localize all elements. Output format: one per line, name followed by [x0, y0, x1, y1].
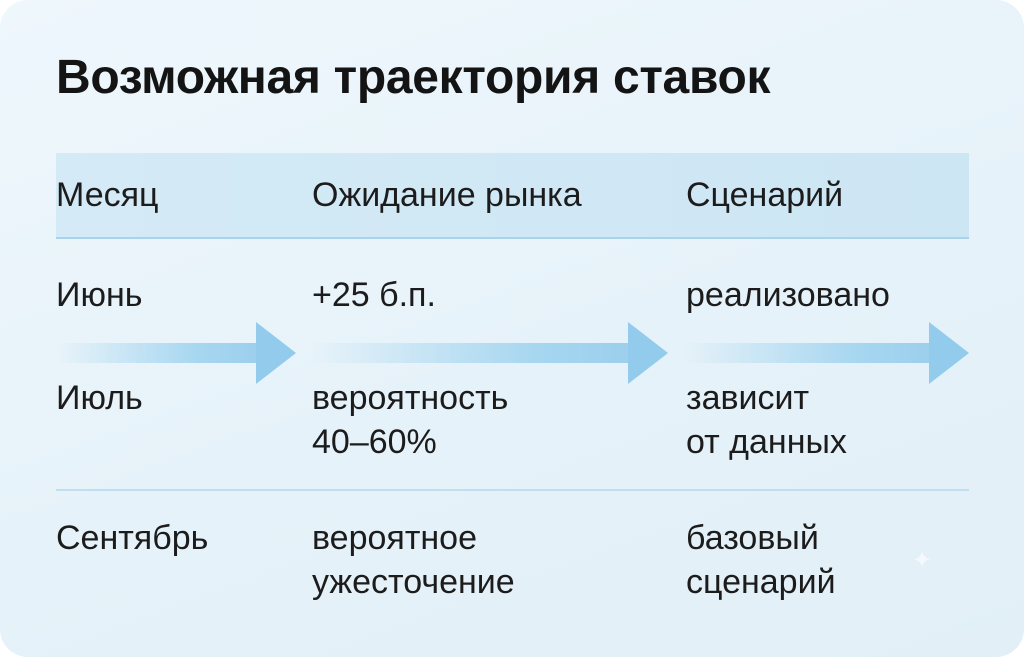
- row-divider: [56, 489, 969, 491]
- row-june-scenario-line: реализовано: [686, 276, 890, 314]
- row-july-scenario-line-2: от данных: [686, 423, 847, 461]
- row-july-expectation-line-1: вероятность: [312, 379, 509, 417]
- row-september-scenario: базовый сценарий: [686, 516, 836, 604]
- header-market-expectation: Ожидание рынка: [312, 176, 582, 214]
- row-september-scenario-line-2: сценарий: [686, 563, 836, 601]
- row-june-expectation-line: +25 б.п.: [312, 276, 436, 314]
- row-july-expectation-line-2: 40–60%: [312, 423, 437, 461]
- sparkle-icon: ✦: [912, 547, 933, 574]
- row-july-scenario: зависит от данных: [686, 376, 847, 464]
- row-september-expectation-line-1: вероятное: [312, 519, 477, 557]
- row-june-month: Июнь: [56, 276, 143, 314]
- header-scenario: Сценарий: [686, 176, 844, 214]
- row-july-scenario-line-1: зависит: [686, 379, 810, 417]
- row-september-month: Сентябрь: [56, 519, 209, 557]
- table-header-band: [56, 153, 969, 239]
- arrow-right-icon: [312, 322, 668, 384]
- row-september-scenario-line-1: базовый: [686, 519, 819, 557]
- row-september-expectation-line-2: ужесточение: [312, 563, 515, 601]
- row-july-month: Июль: [56, 379, 143, 417]
- arrow-right-icon: [683, 322, 969, 384]
- header-month: Месяц: [56, 176, 159, 214]
- row-july-expectation: вероятность 40–60%: [312, 376, 508, 464]
- row-june-expectation: +25 б.п.: [312, 273, 436, 317]
- page-title: Возможная траектория ставок: [56, 51, 771, 104]
- row-june-scenario: реализовано: [686, 273, 890, 317]
- arrow-right-icon: [56, 322, 296, 384]
- row-september-expectation: вероятное ужесточение: [312, 516, 515, 604]
